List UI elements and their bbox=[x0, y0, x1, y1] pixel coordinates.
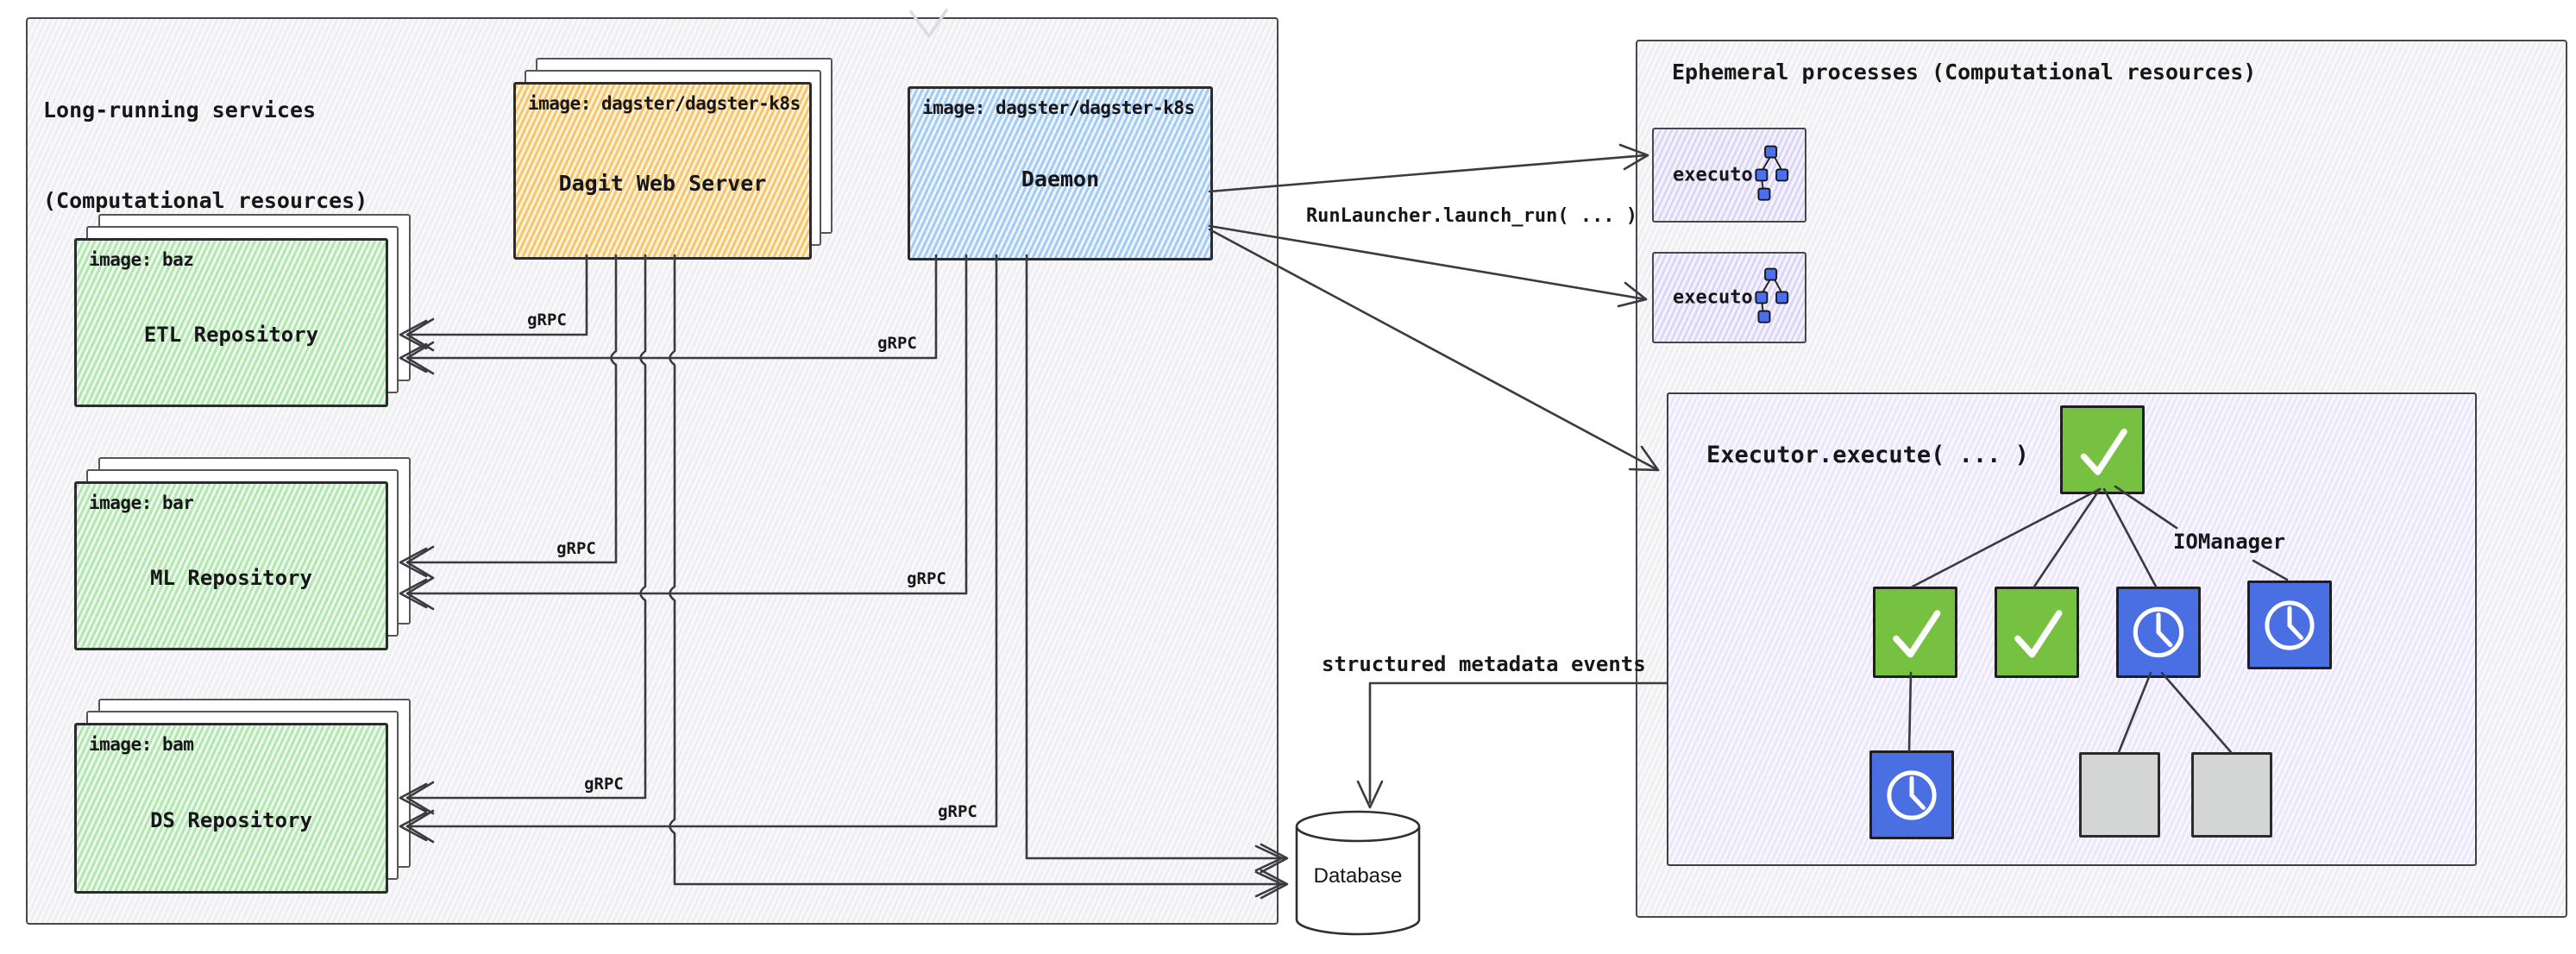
daemon-name: Daemon bbox=[1021, 166, 1100, 192]
database-label: Database bbox=[1313, 864, 1403, 888]
ml-repository-name: ML Repository bbox=[150, 566, 312, 590]
ds-repository-box: image: bam DS Repository bbox=[74, 723, 388, 894]
executor-box-1: executor bbox=[1652, 128, 1806, 223]
executor-box-2: executor bbox=[1652, 252, 1806, 343]
step-node-waiting-4 bbox=[2116, 587, 2201, 678]
grpc-label-dagit-ds: gRPC bbox=[584, 775, 624, 794]
grpc-label-dagit-ml: gRPC bbox=[556, 539, 596, 558]
step-node-success-2 bbox=[1873, 587, 1957, 678]
ml-repository-box: image: bar ML Repository bbox=[74, 481, 388, 650]
executor-execute-label: Executor.execute( ... ) bbox=[1706, 442, 2029, 468]
etl-image-label: image: baz bbox=[89, 249, 194, 270]
step-node-waiting-5 bbox=[2247, 581, 2332, 669]
metadata-events-label: structured metadata events bbox=[1322, 652, 1646, 676]
ds-image-label: image: bam bbox=[89, 734, 194, 755]
grpc-label-daemon-ds: gRPC bbox=[938, 802, 977, 821]
dagit-name: Dagit Web Server bbox=[558, 171, 767, 196]
dagit-web-server-box: image: dagster/dagster-k8s Dagit Web Ser… bbox=[513, 82, 812, 260]
step-node-success-root bbox=[2060, 405, 2145, 494]
left-panel-title-line2: (Computational resources) bbox=[43, 188, 368, 213]
step-node-blank-7 bbox=[2079, 752, 2160, 838]
mini-dag-icon bbox=[1751, 267, 1791, 328]
etl-repository-box: image: baz ETL Repository bbox=[74, 238, 388, 407]
daemon-image-label: image: dagster/dagster-k8s bbox=[922, 97, 1195, 118]
step-node-blank-8 bbox=[2191, 752, 2272, 838]
executor-1-label: executor bbox=[1673, 164, 1764, 186]
ds-repository-name: DS Repository bbox=[150, 808, 312, 832]
check-icon bbox=[1893, 610, 1941, 658]
daemon-box: image: dagster/dagster-k8s Daemon bbox=[908, 86, 1213, 260]
clock-icon bbox=[2265, 599, 2315, 650]
left-panel-title: Long-running services (Computational res… bbox=[43, 35, 368, 246]
dagit-image-label: image: dagster/dagster-k8s bbox=[528, 93, 801, 114]
mini-dag-icon bbox=[1751, 145, 1791, 205]
clock-icon bbox=[2133, 606, 2184, 658]
grpc-label-daemon-etl: gRPC bbox=[877, 334, 917, 353]
executor-2-label: executor bbox=[1673, 286, 1764, 309]
check-icon bbox=[2080, 428, 2127, 475]
metadata-events-line bbox=[1368, 681, 1668, 804]
run-launcher-label: RunLauncher.launch_run( ... ) bbox=[1305, 205, 1638, 227]
grpc-label-daemon-ml: gRPC bbox=[907, 569, 946, 588]
arrowhead-metadata-db bbox=[1356, 780, 1384, 809]
step-node-waiting-6 bbox=[1869, 750, 1954, 839]
step-node-success-3 bbox=[1995, 587, 2079, 678]
etl-repository-name: ETL Repository bbox=[143, 323, 319, 347]
clock-icon bbox=[1887, 769, 1937, 820]
iomanager-label: IOManager bbox=[2172, 530, 2286, 554]
check-icon bbox=[2014, 610, 2063, 658]
left-panel-title-line1: Long-running services bbox=[43, 97, 317, 122]
ml-image-label: image: bar bbox=[89, 493, 194, 513]
grpc-label-dagit-etl: gRPC bbox=[527, 311, 567, 330]
right-panel-title: Ephemeral processes (Computational resou… bbox=[1672, 60, 2257, 85]
